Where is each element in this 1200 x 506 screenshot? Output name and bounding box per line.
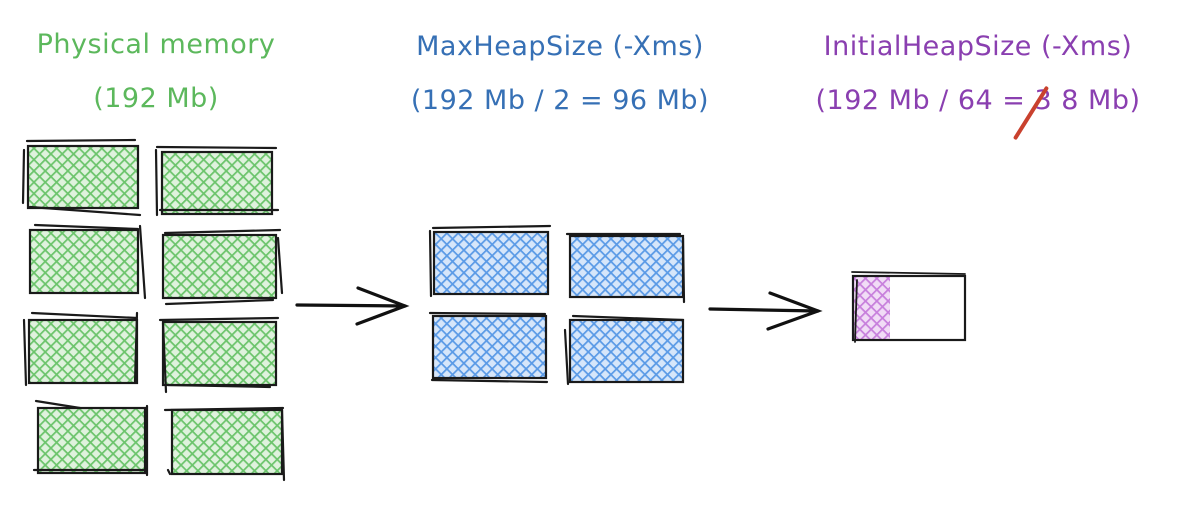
formula-suffix: 8 Mb) [1052, 85, 1141, 116]
arrow-right-icon [295, 286, 410, 326]
struck-digit: 3 [1034, 85, 1053, 116]
max-heap-title: MaxHeapSize (-Xms) [416, 31, 704, 62]
formula-prefix: (192 Mb / 64 = [815, 85, 1035, 116]
physical-block-7 [32, 399, 149, 477]
arrow-right-icon [708, 291, 823, 331]
physical-memory-label: Physical memory (192 Mb) [18, 18, 294, 126]
physical-memory-size: (192 Mb) [93, 83, 219, 114]
physical-block-2 [154, 145, 280, 217]
max-heap-block-4 [563, 314, 685, 386]
initial-heap-block [851, 271, 967, 343]
max-heap-block-1 [428, 224, 552, 298]
struck-value: 3 [1012, 74, 1053, 141]
initial-heap-label: InitialHeapSize (-Xms) (192 Mb / 64 = 3 … [768, 20, 1188, 141]
max-heap-block-2 [565, 232, 686, 304]
max-heap-block-3 [428, 311, 549, 384]
physical-block-3 [28, 223, 147, 300]
physical-memory-title: Physical memory [36, 29, 276, 60]
max-heap-blocks [428, 224, 686, 386]
physical-memory-blocks [21, 138, 286, 482]
physical-block-4 [161, 228, 284, 306]
max-heap-formula: (192 Mb / 2 = 96 Mb) [410, 85, 710, 116]
initial-heap-title: InitialHeapSize (-Xms) [823, 31, 1133, 62]
physical-block-6 [158, 316, 280, 394]
physical-block-5 [22, 311, 139, 387]
initial-heap-formula: (192 Mb / 64 = 3 8 Mb) [768, 74, 1188, 141]
physical-block-1 [21, 138, 142, 217]
max-heap-label: MaxHeapSize (-Xms) (192 Mb / 2 = 96 Mb) [368, 20, 752, 128]
physical-block-8 [163, 406, 286, 482]
